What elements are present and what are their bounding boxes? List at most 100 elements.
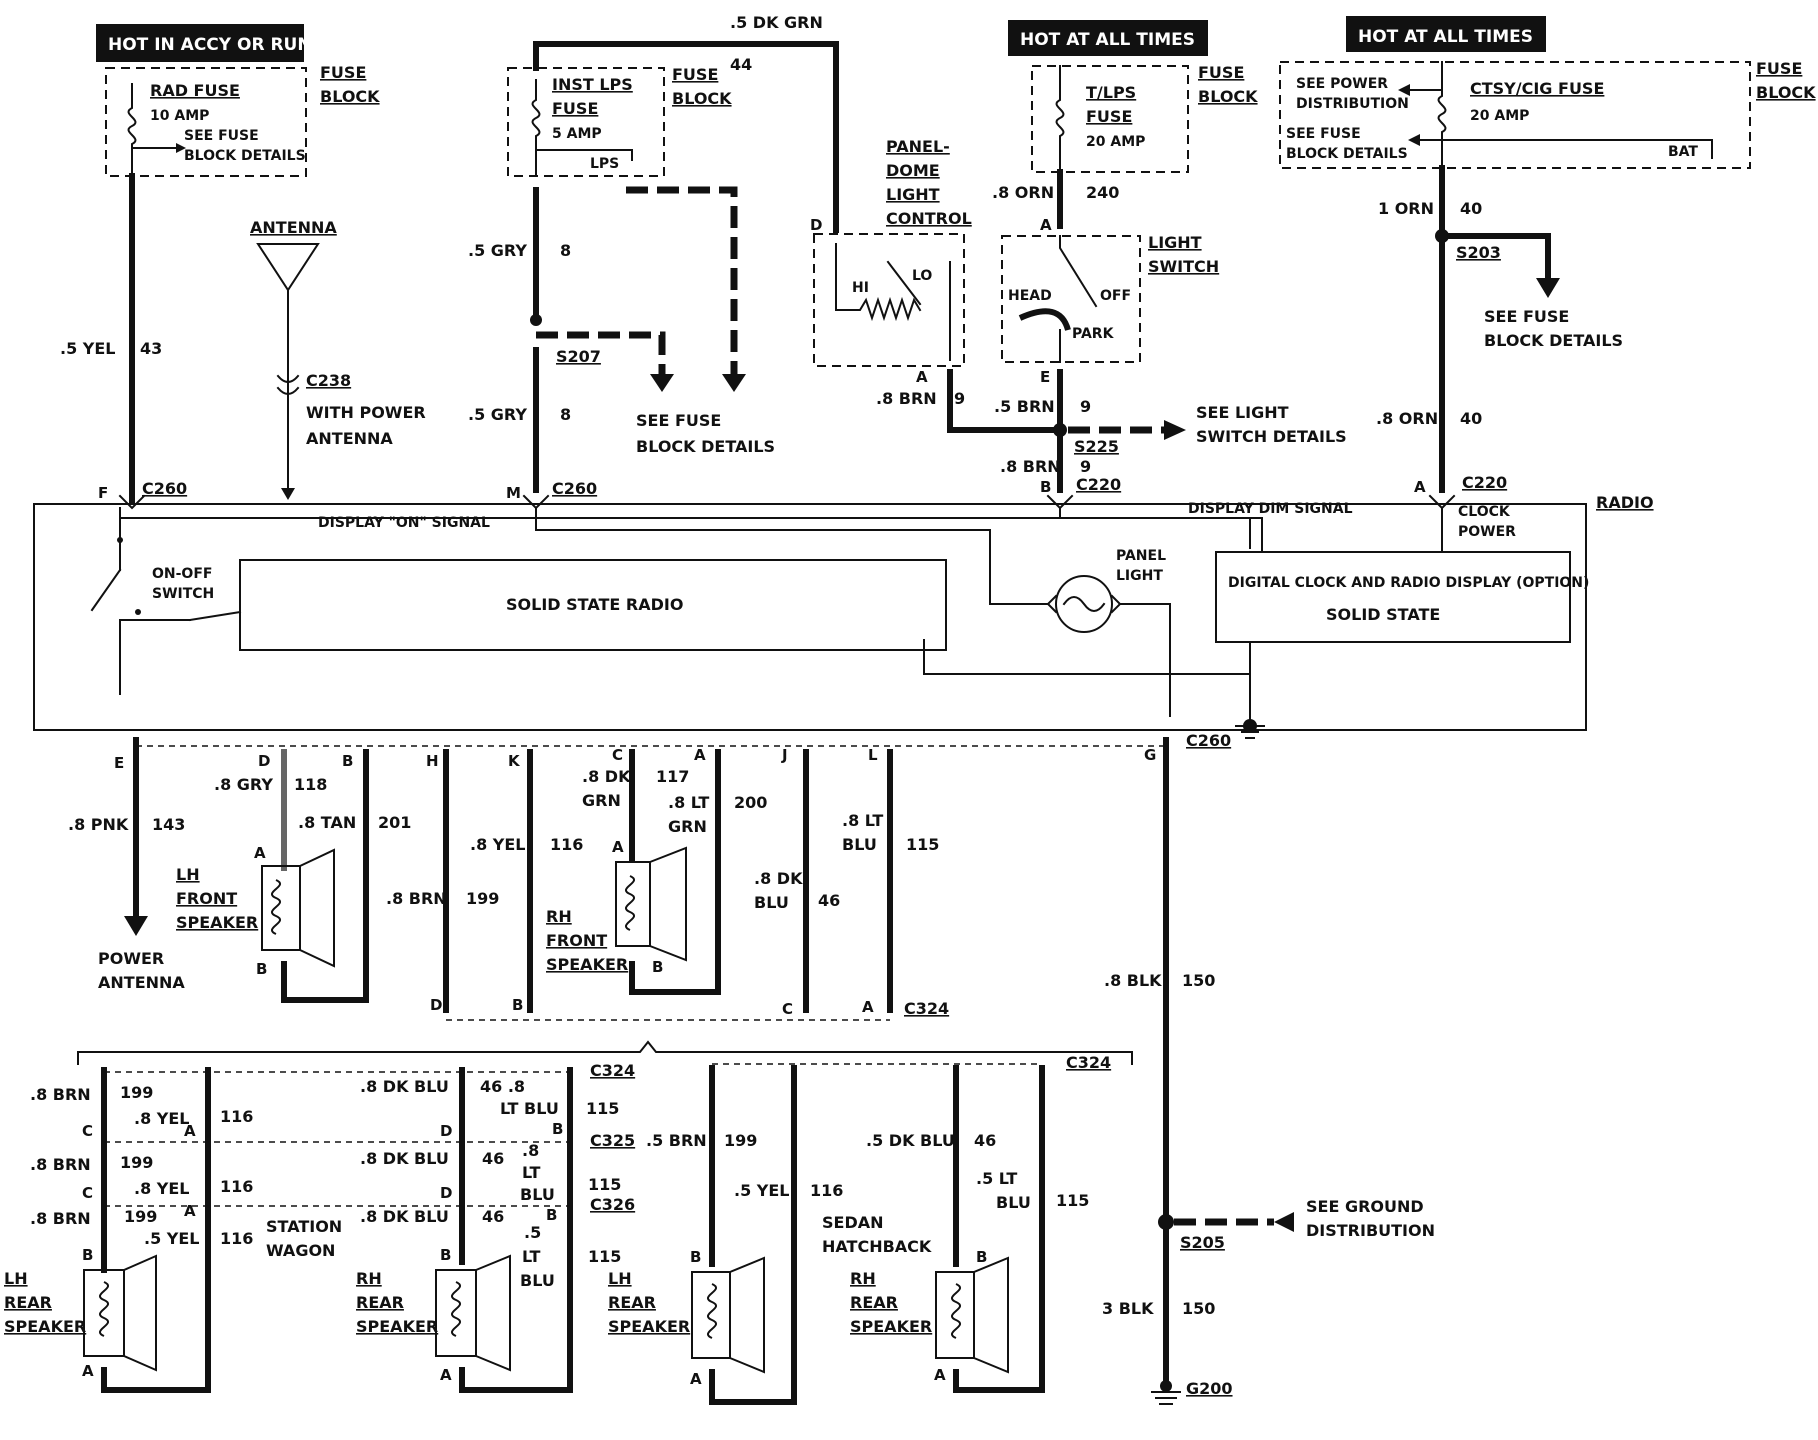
panel-dome-rheostat-icon — [835, 243, 951, 361]
panel-dome-label-3: LIGHT — [886, 185, 940, 204]
see-light-1: SEE LIGHT — [1196, 403, 1289, 422]
sh-lh-pin-a: A — [690, 1370, 702, 1388]
antenna-arrow-icon — [281, 488, 295, 500]
lh-front-pin-a: A — [254, 844, 266, 862]
tlps-label-2: FUSE — [1086, 107, 1132, 126]
light-switch-head: HEAD — [1008, 288, 1052, 304]
sw-row2-brn: .8 BRN — [30, 1155, 91, 1174]
see-ground-1: SEE GROUND — [1306, 1197, 1424, 1216]
c324-pin-b: B — [512, 996, 523, 1014]
wire-orn-40-a-circuit: 40 — [1460, 199, 1482, 218]
ctsy-fuse-block-label-2: BLOCK — [1756, 83, 1816, 102]
sh-rh-rear-3: SPEAKER — [850, 1317, 932, 1336]
c260-pin-d: D — [258, 752, 270, 770]
panel-dome-pin-d: D — [810, 216, 822, 234]
see-fuse-right-2: BLOCK DETAILS — [1484, 331, 1623, 350]
inst-lps-amp: 5 AMP — [552, 126, 602, 142]
sw-rh-rear-2: REAR — [356, 1293, 404, 1312]
onoff-node-bottom — [135, 609, 141, 615]
sw-row1-116: 116 — [220, 1107, 253, 1126]
wire-dkblu-46-circuit: 46 — [818, 891, 840, 910]
sw-row1-ltblu: LT BLU — [500, 1099, 559, 1118]
wire-orn-40-b-circuit: 40 — [1460, 409, 1482, 428]
panel-dome-pin-a: A — [916, 368, 928, 386]
header-hot-all-times-2: HOT AT ALL TIMES — [1358, 27, 1533, 47]
light-switch-arc-icon — [1018, 308, 1071, 331]
onoff-switch-1: ON-OFF — [152, 566, 212, 582]
antenna-icon — [256, 243, 320, 491]
wire-tan-201-color: .8 TAN — [298, 813, 356, 832]
sw-row2-pin-b: B — [546, 1206, 557, 1224]
sw-c324-label: C324 — [590, 1061, 635, 1080]
display-dim-signal: DISPLAY DIM SIGNAL — [1188, 501, 1353, 517]
ctsy-fuse-block-label-1: FUSE — [1756, 59, 1802, 78]
sw-lh-pin-b: B — [82, 1246, 93, 1264]
sw-row2-pin-a: A — [184, 1202, 196, 1220]
radio-label: RADIO — [1596, 493, 1654, 512]
g200-label: G200 — [1186, 1379, 1233, 1398]
wire-brn-9-b-color: .5 BRN — [994, 397, 1055, 416]
panel-dome-label-2: DOME — [886, 161, 940, 180]
sw-row1-pin-a: A — [184, 1122, 196, 1140]
sh-ltblu-b: BLU — [996, 1193, 1031, 1212]
c220-label-left: C220 — [1076, 475, 1121, 494]
wire-gry-8-node — [530, 314, 542, 326]
wire-orn-240-color: .8 ORN — [992, 183, 1054, 202]
s203-branch — [1439, 233, 1551, 285]
sw-rh-pin-a: A — [440, 1366, 452, 1384]
wire-orn-40-b-color: .8 ORN — [1376, 409, 1438, 428]
light-switch-box — [1001, 235, 1141, 363]
onoff-switch-2: SWITCH — [152, 586, 214, 602]
sw-row3-p5: .5 — [524, 1223, 541, 1242]
wire-dkgrn-117-color-2: GRN — [582, 791, 621, 810]
wire-brn-199-color: .8 BRN — [386, 889, 447, 908]
radio-ground-node — [1243, 719, 1257, 733]
sh-lh-rear-3: SPEAKER — [608, 1317, 690, 1336]
rad-see-fuse-2: BLOCK DETAILS — [184, 148, 306, 164]
c220-pin-b: B — [1040, 478, 1051, 496]
fuse-block-label-1: FUSE — [320, 63, 366, 82]
sw-c326-label: C326 — [590, 1195, 635, 1214]
sw-lh-rear-1: LH — [4, 1269, 28, 1288]
wire-dkblu-46-color-2: BLU — [754, 893, 789, 912]
pin-f-entry — [118, 494, 146, 510]
inst-lps-fuse-block — [507, 67, 665, 177]
sw-row1-199: 199 — [120, 1083, 153, 1102]
panel-light-2: LIGHT — [1116, 568, 1163, 584]
see-ground-2: DISTRIBUTION — [1306, 1221, 1435, 1240]
wire-gry-118-color: .8 GRY — [214, 775, 273, 794]
antenna-c238-connector-icon — [276, 374, 300, 395]
c324-pin-a: A — [862, 998, 874, 1016]
ctsy-fuse-symbol — [1407, 61, 1713, 169]
clock-power-1: CLOCK — [1458, 504, 1511, 520]
see-light-arrow-icon — [1164, 420, 1186, 440]
c260-pin-e: E — [114, 754, 124, 772]
wire-dkgrn-44-color: .5 DK GRN — [730, 13, 823, 32]
c324-label-mid: C324 — [904, 999, 949, 1018]
header-hot-all-times-1-box — [1008, 20, 1208, 56]
sw-rh-rear-1: RH — [356, 1269, 382, 1288]
tlps-fuse-block — [1031, 65, 1189, 173]
wire-brn-9-c-circuit: 9 — [1080, 457, 1091, 476]
station-wagon-2: WAGON — [266, 1241, 335, 1260]
c260-label-f: C260 — [142, 479, 187, 498]
sw-row2-yel: .8 YEL — [134, 1179, 190, 1198]
s207-dashed-run — [536, 331, 666, 378]
wire-tan-201 — [281, 749, 369, 1003]
c260-pin-k: K — [508, 752, 521, 770]
sh-ltblu-a: .5 LT — [976, 1169, 1017, 1188]
wire-ltgrn-200 — [629, 749, 721, 995]
rad-fuse-label: RAD FUSE — [150, 81, 240, 100]
digital-clock-label: DIGITAL CLOCK AND RADIO DISPLAY (OPTION) — [1228, 575, 1589, 591]
wire-ltgrn-200-color-1: .8 LT — [668, 793, 709, 812]
wire-gry-8-lower-circuit: 8 — [560, 405, 571, 424]
sw-row2-dkblu: .8 DK BLU — [360, 1149, 449, 1168]
lh-front-label-3: SPEAKER — [176, 913, 258, 932]
ctsy-see-fuse-1: SEE FUSE — [1286, 126, 1361, 142]
wire-brn-9-a-color: .8 BRN — [876, 389, 937, 408]
rh-front-speaker-icon — [615, 846, 687, 962]
sh-rh-rear-speaker-icon — [935, 1256, 1009, 1374]
wire-pnk-143-color: .8 PNK — [68, 815, 129, 834]
sw-row3-brn: .8 BRN — [30, 1209, 91, 1228]
sw-row2-115: 115 — [588, 1175, 621, 1194]
